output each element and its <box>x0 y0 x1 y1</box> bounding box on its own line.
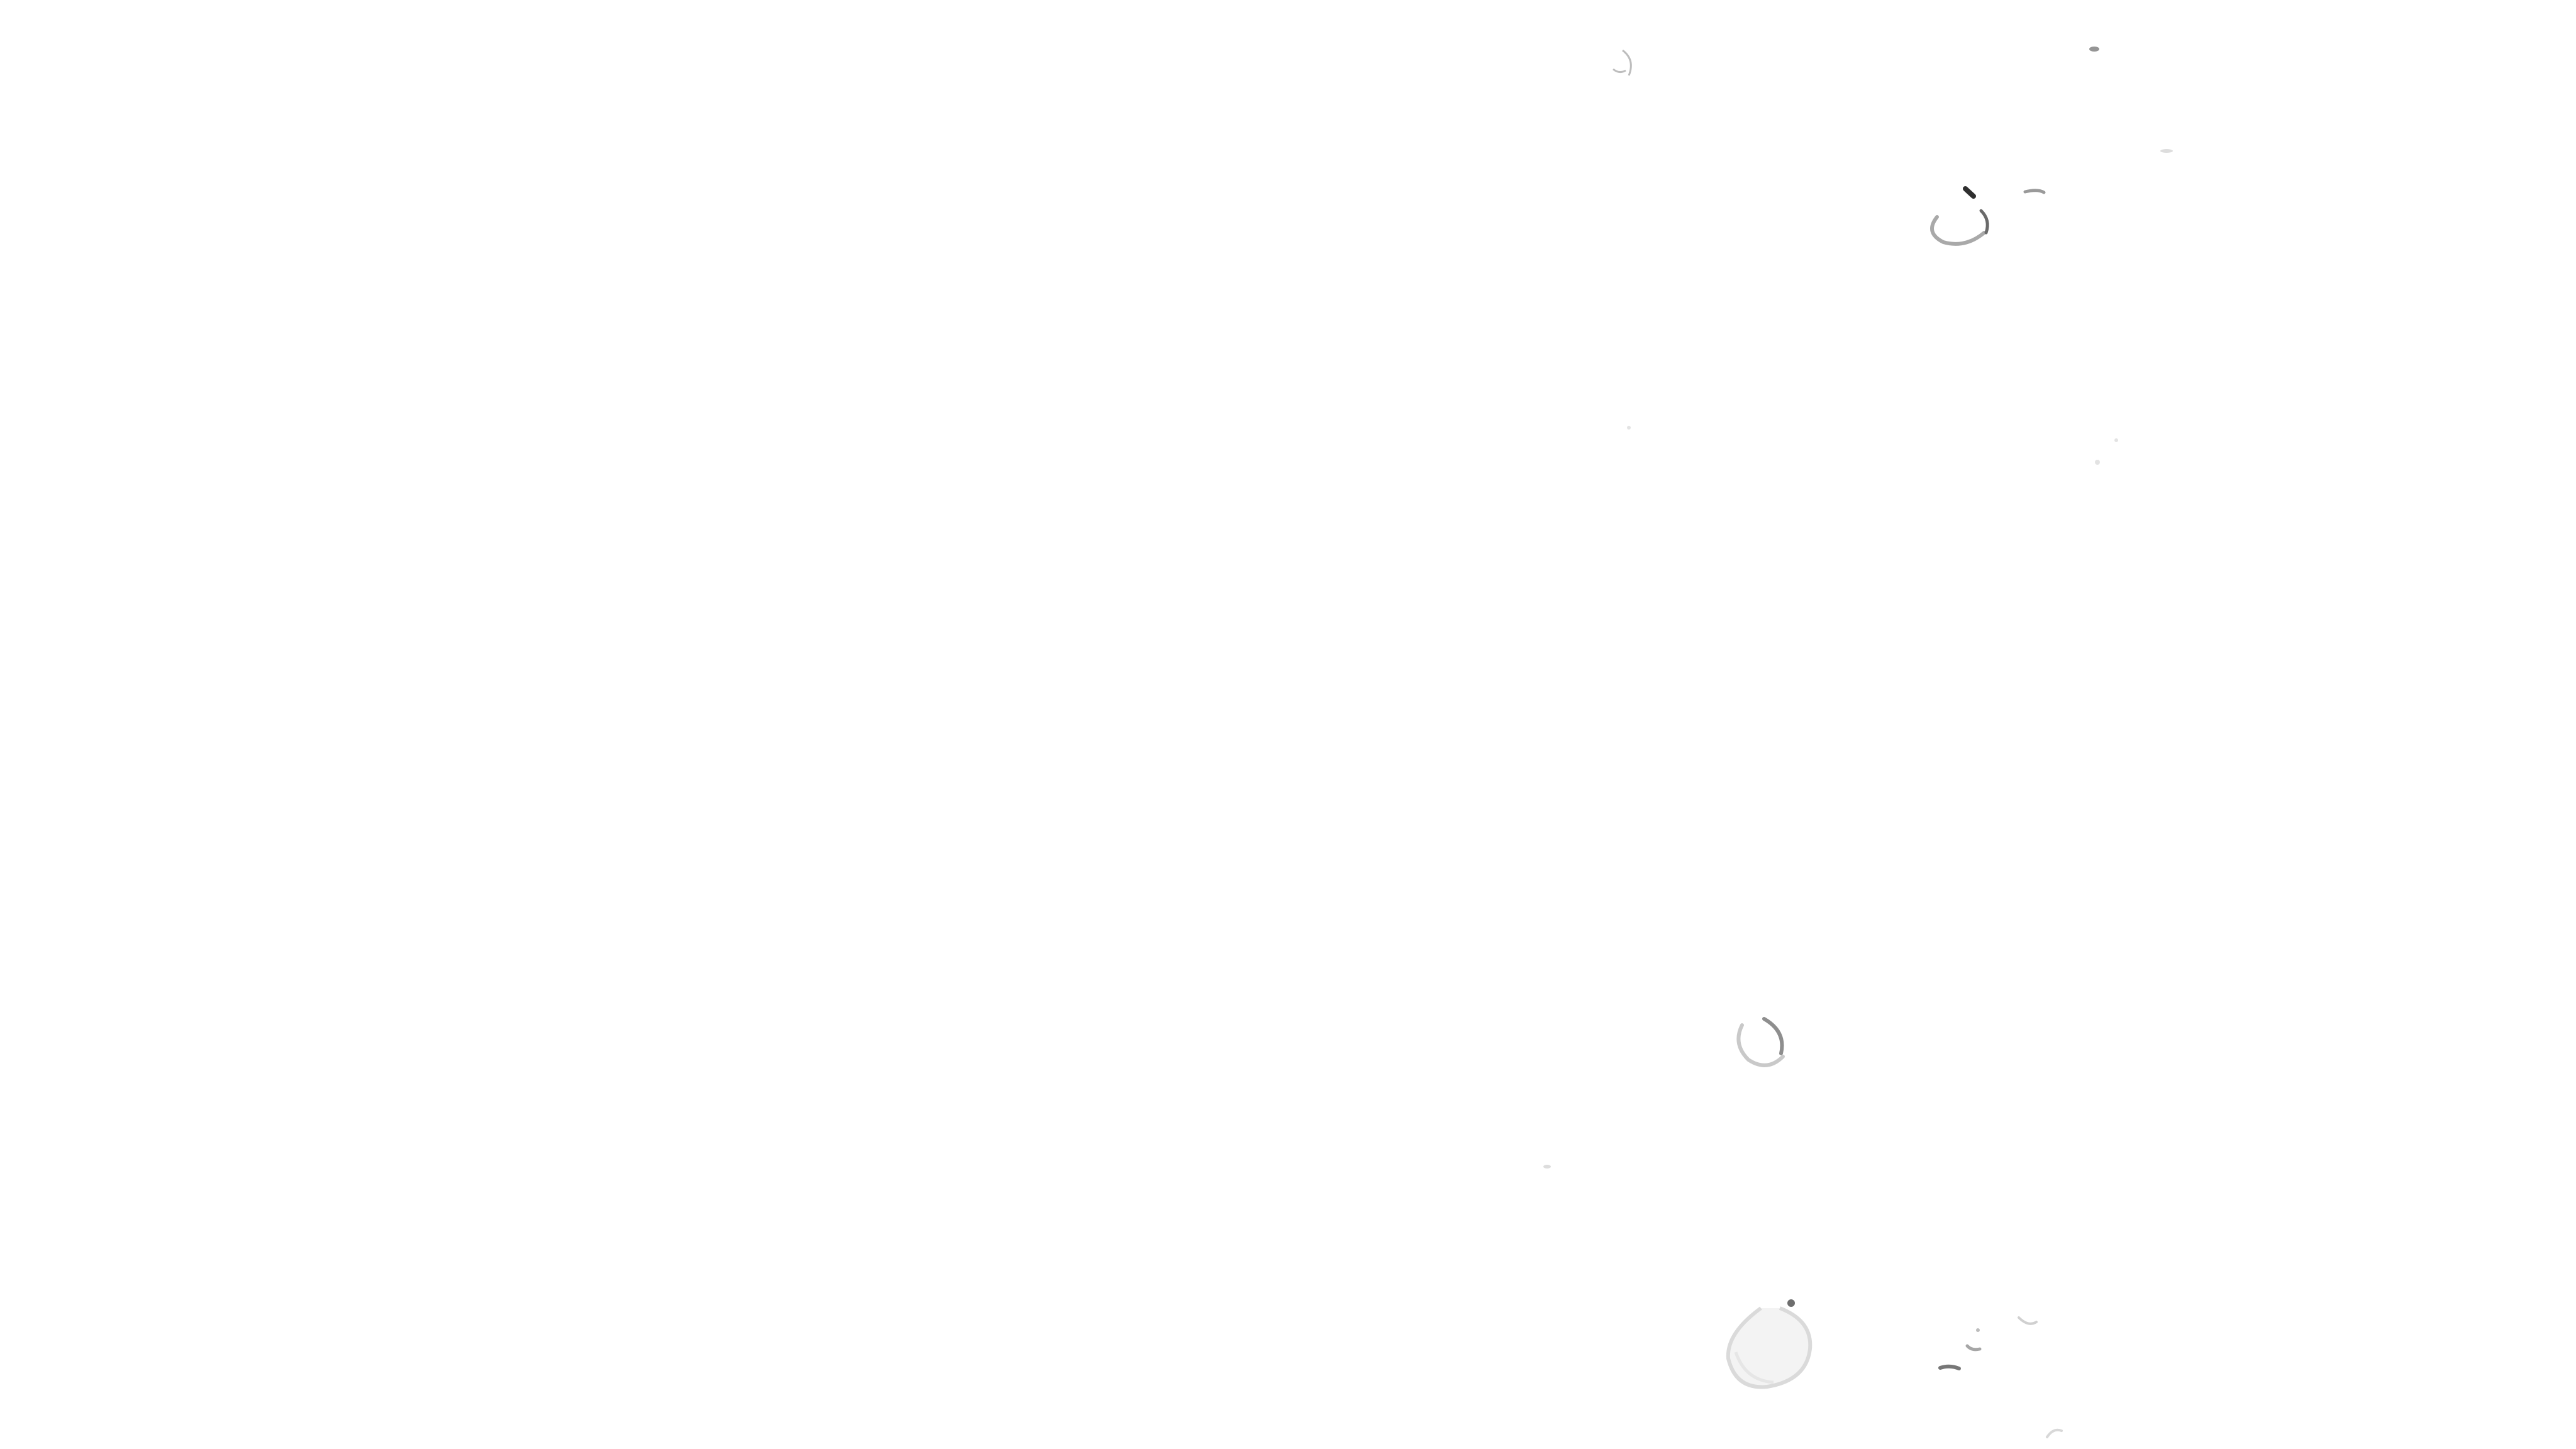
droplet-top-left <box>1613 49 1632 76</box>
speck-bottom-right <box>1938 1316 2063 1438</box>
droplet-upper-ring <box>1930 186 2046 246</box>
speck-lower-left <box>1543 1165 1551 1169</box>
speck-top-right <box>2089 47 2173 153</box>
droplet-lower-ring <box>1736 1017 1785 1067</box>
droplet-bottom <box>1726 1299 1813 1389</box>
speck-middle <box>1627 426 2118 465</box>
